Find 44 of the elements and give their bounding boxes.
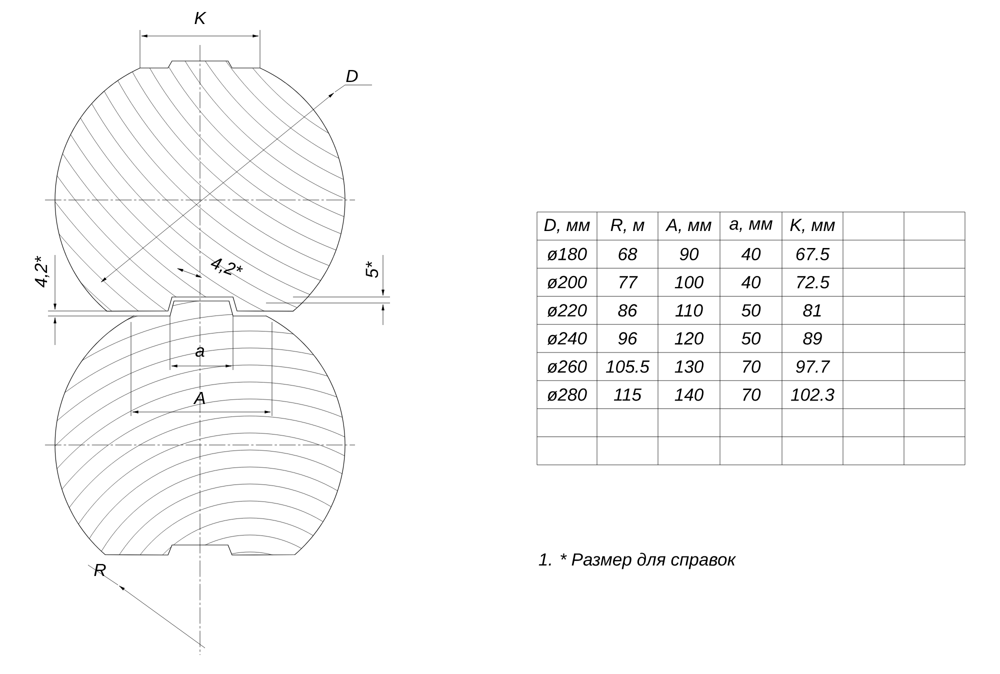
table-cell: 70 xyxy=(743,388,761,401)
dimension-label: A xyxy=(193,392,205,404)
dimension-label: 4,2* xyxy=(210,258,243,276)
table-cell: 140 xyxy=(674,388,704,401)
table-cell: 120 xyxy=(674,332,704,345)
table-cell: 130 xyxy=(674,360,704,373)
table-cell: 81 xyxy=(803,304,821,317)
table-cell: 90 xyxy=(680,248,699,260)
dimension-label: 5* xyxy=(366,261,378,278)
dimension-label: K xyxy=(194,12,206,24)
table-cell: 100 xyxy=(674,276,704,288)
table-cell: 70 xyxy=(743,360,761,373)
table-cell: 102.3 xyxy=(790,388,834,401)
table-cell: 67.5 xyxy=(796,248,830,260)
table-cell: ø240 xyxy=(547,332,587,345)
dimension-label: D xyxy=(346,70,358,82)
table-cell: 50 xyxy=(742,304,761,317)
table-cell: ø220 xyxy=(547,304,587,317)
note-text: 1. * Размер для справок xyxy=(538,552,736,570)
table-cell: 96 xyxy=(618,332,638,345)
table-cell: 72.5 xyxy=(797,276,830,288)
table-cell: 50 xyxy=(742,332,761,345)
dimension-label: R xyxy=(94,564,106,576)
table-cell: 40 xyxy=(741,248,761,260)
dimension-label: a xyxy=(196,347,204,357)
dimension-label: 4,2* xyxy=(34,256,50,288)
column-header: A, мм xyxy=(665,218,712,234)
column-header: K, мм xyxy=(790,218,835,234)
table-cell: 77 xyxy=(620,276,638,288)
table-cell: ø180 xyxy=(547,248,587,260)
column-header: R, м xyxy=(610,218,644,234)
table-cell: 89 xyxy=(803,332,822,345)
column-header: D, мм xyxy=(544,218,590,234)
table-cell: 68 xyxy=(618,248,638,260)
column-header: a, мм xyxy=(730,220,772,232)
table-cell: ø280 xyxy=(547,388,587,401)
table-cell: 40 xyxy=(741,276,761,288)
table-cell: 110 xyxy=(675,304,703,317)
table-cell: ø260 xyxy=(547,360,587,373)
table-cell: 105.5 xyxy=(606,360,650,373)
table-cell: 86 xyxy=(618,304,638,317)
table-cell: 115 xyxy=(614,388,642,401)
table-cell: ø200 xyxy=(547,276,587,288)
table-cell: 97.7 xyxy=(796,360,830,373)
